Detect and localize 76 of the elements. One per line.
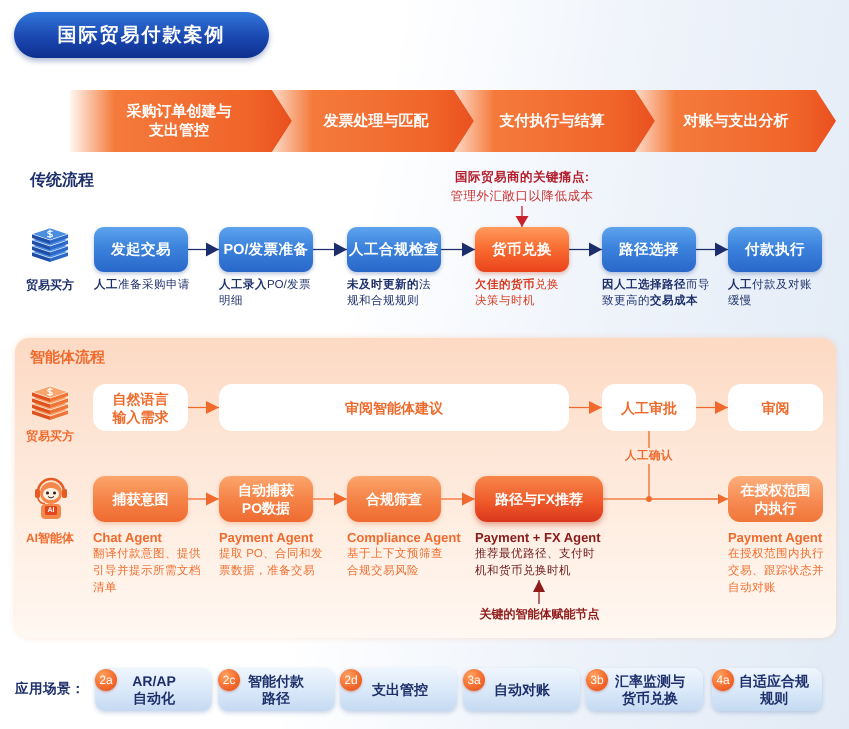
actor-label: 贸易买方: [26, 277, 74, 293]
process-box: 人工合规检查: [347, 227, 441, 272]
caption-text: 人工付款及对账缓慢: [728, 278, 813, 309]
callout-text: 国际贸易商的关键痛点: 管理外汇敞口以降低成本: [449, 168, 595, 206]
arrow: [569, 401, 602, 414]
scenario-card: [586, 668, 703, 711]
scenario-card: [218, 668, 335, 711]
scenario-label: 智能付款路径: [247, 672, 305, 706]
process-box: 审阅: [728, 384, 823, 431]
arrow: [313, 242, 347, 256]
agent-name: Payment Agent: [219, 530, 314, 546]
caption-text: 人工录入PO/发票明细: [219, 277, 312, 309]
number-badge: 4a: [712, 669, 734, 691]
actor-label: 贸易买方: [26, 428, 74, 444]
process-box: 货币兑换: [475, 227, 569, 272]
process-box: 发起交易: [94, 227, 188, 272]
scenario-card: [95, 668, 212, 711]
description-text: 在授权范围内执行交易、跟踪状态并自动对账: [728, 546, 824, 596]
process-box: 人工审批: [602, 384, 696, 431]
arrow: [188, 401, 219, 414]
caption-text: 未及时更新的法规和合规规则: [347, 277, 432, 309]
chevron-step: 对账与支出分析: [635, 90, 836, 152]
caption-text: 人工准备采购申请: [94, 278, 191, 293]
arrow: [516, 206, 528, 227]
arrow: [696, 401, 728, 414]
number-badge: 3a: [463, 669, 485, 691]
arrow: [188, 492, 219, 506]
scenario-card: [712, 668, 822, 711]
caption-text: 因人工选择路径而导致更高的交易成本: [602, 277, 711, 309]
process-box: 合规筛查: [347, 476, 441, 522]
agent-name: Payment + FX Agent: [475, 530, 601, 546]
arrow: [313, 492, 347, 506]
scenario-label: AR/AP自动化: [131, 672, 177, 706]
section-heading: 智能体流程: [30, 348, 105, 368]
arrow: [603, 494, 728, 504]
process-box: 审阅智能体建议: [219, 384, 569, 431]
scenario-label: 支出管控: [371, 681, 429, 698]
process-box: PO/发票准备: [219, 227, 313, 272]
agent-name: Compliance Agent: [347, 530, 461, 546]
number-badge: 2c: [218, 669, 240, 691]
arrow: [569, 242, 602, 256]
agent-name: Payment Agent: [728, 530, 822, 546]
description-text: 推荐最优路径、支付时机和货币兑换时机: [475, 546, 596, 579]
section-heading: 传统流程: [30, 171, 94, 191]
scenario-card: [463, 668, 580, 711]
description-text: 提取 PO、合同和发票数据，准备交易: [219, 546, 323, 579]
process-box: 自然语言输入需求: [93, 384, 188, 431]
process-box: 在授权范围内执行: [728, 476, 823, 522]
process-box: 付款执行: [728, 227, 822, 272]
scenario-label: 汇率监测与货币兑换: [614, 672, 686, 706]
row-heading: 应用场景：: [15, 680, 85, 698]
arrow: [441, 492, 475, 506]
scenario-label: 自动对账: [493, 681, 551, 698]
arrow: [188, 242, 219, 256]
number-badge: 2a: [95, 669, 117, 691]
process-box: 自动捕获PO数据: [219, 476, 313, 522]
title-banner: 国际贸易付款案例: [14, 12, 269, 58]
actor-label: AI智能体: [26, 530, 74, 546]
arrow: [533, 580, 545, 604]
agent-name: Chat Agent: [93, 530, 162, 546]
process-box: 路径与FX推荐: [475, 476, 603, 522]
number-badge: 3b: [586, 669, 608, 691]
caption-text: 欠佳的货币兑换决策与时机: [475, 277, 560, 309]
scenario-label: 自适应合规规则: [738, 672, 810, 706]
description-text: 翻译付款意图、提供引导并提示所需文档清单: [93, 546, 201, 596]
callout-text: 关键的智能体赋能节点: [472, 604, 607, 624]
number-badge: 2d: [340, 669, 362, 691]
arrow: [696, 242, 728, 256]
arrow: [441, 242, 475, 256]
process-box: 捕获意图: [93, 476, 188, 522]
section-panel: [15, 338, 836, 638]
scenario-card: [340, 668, 457, 711]
description-text: 基于上下文预筛查合规交易风险: [347, 546, 444, 579]
chevron-step: 采购订单创建与支出管控: [70, 90, 292, 152]
edge-label: 人工确认: [622, 448, 676, 464]
process-box: 路径选择: [602, 227, 696, 272]
